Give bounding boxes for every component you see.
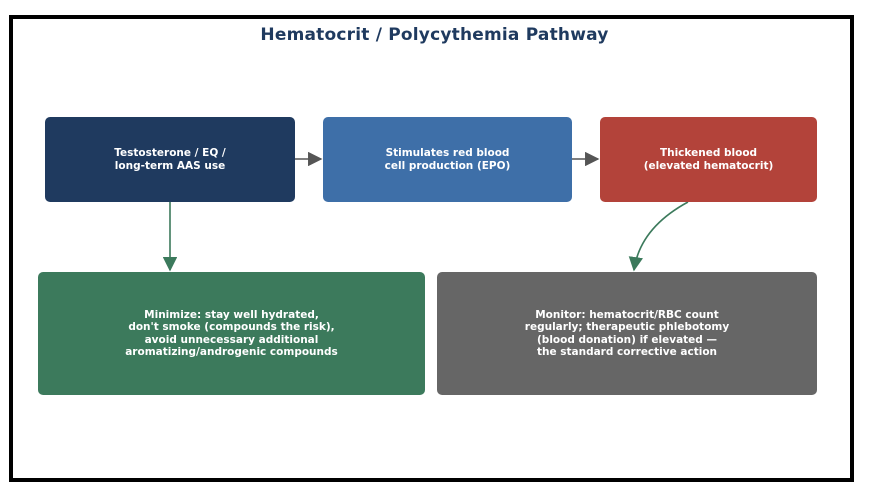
node-monitor: Monitor: hematocrit/RBC count regularly;… (437, 272, 817, 395)
node-stimulates-rbc: Stimulates red blood cell production (EP… (323, 117, 572, 202)
diagram-title: Hematocrit / Polycythemia Pathway (260, 25, 609, 45)
node-thickened-blood: Thickened blood (elevated hematocrit) (600, 117, 817, 202)
node-testosterone-use: Testosterone / EQ / long-term AAS use (45, 117, 295, 202)
diagram-frame (9, 15, 854, 482)
node-minimize: Minimize: stay well hydrated, don't smok… (38, 272, 425, 395)
